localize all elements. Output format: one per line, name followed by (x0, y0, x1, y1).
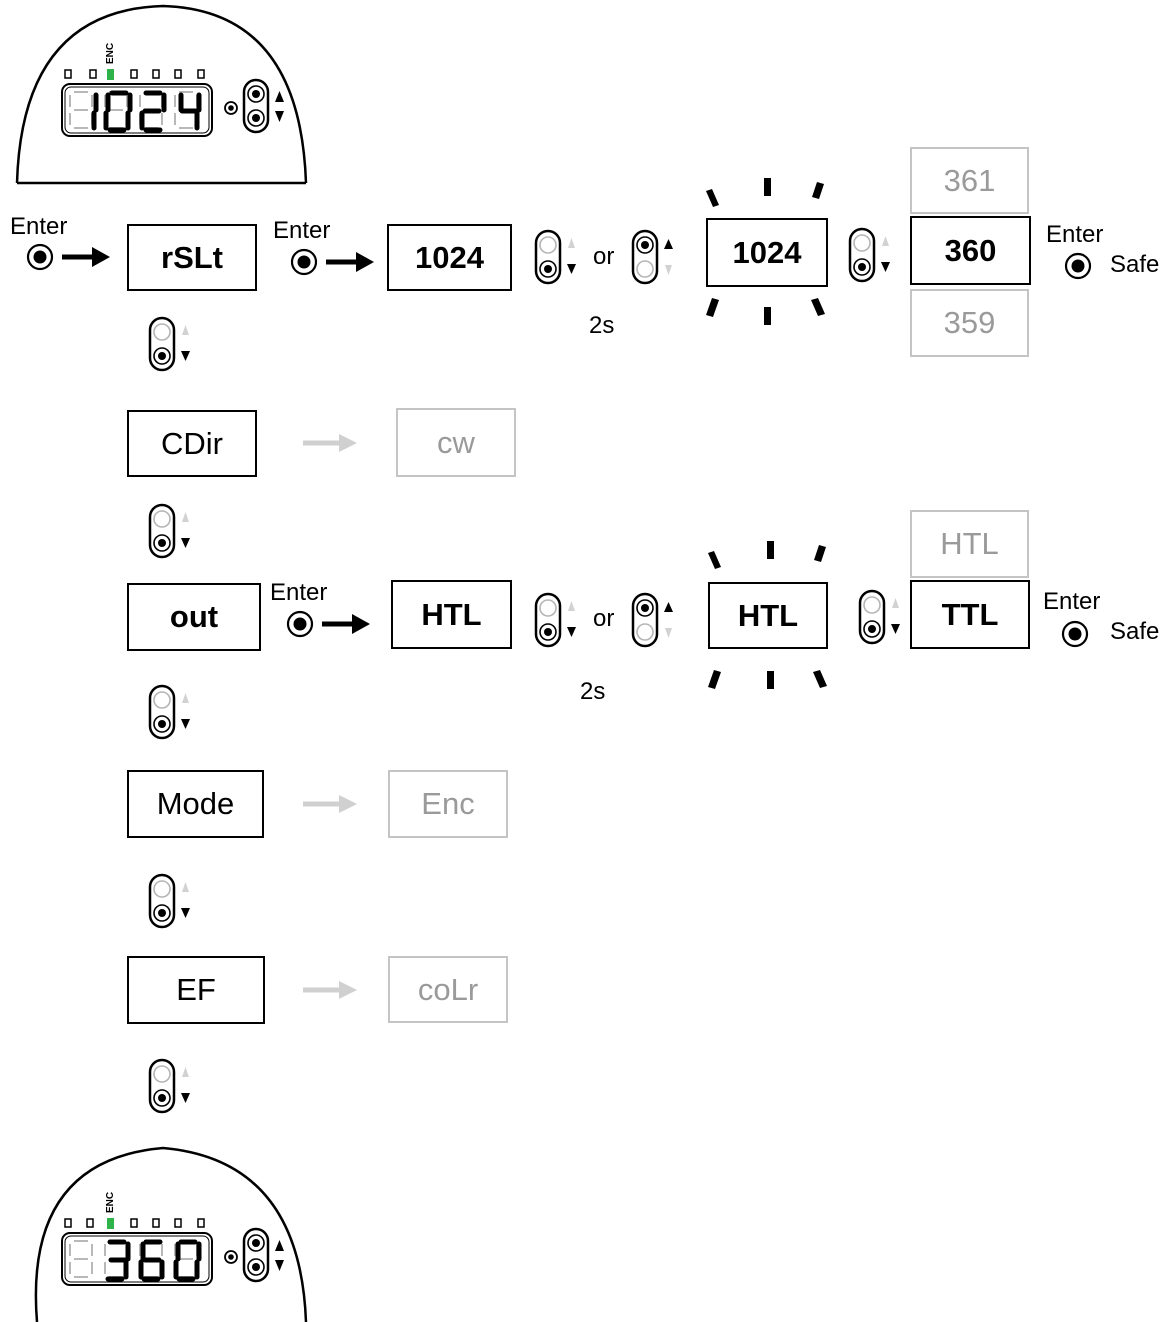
enter-label: Enter (1043, 588, 1101, 615)
up-button-icon[interactable] (631, 229, 675, 285)
rslt-current-value: 1024 (387, 224, 512, 291)
mode-value: Enc (388, 770, 508, 838)
down-button-icon[interactable] (148, 873, 192, 929)
menu-cdir[interactable]: CDir (127, 410, 257, 477)
down-button-icon[interactable] (534, 592, 578, 648)
readout-digits-1024 (91, 90, 202, 133)
enc-led-icon (107, 69, 114, 80)
up-down-button-icon[interactable] (242, 1227, 286, 1283)
arrow-right-icon (303, 981, 357, 999)
down-button-icon[interactable] (848, 227, 892, 283)
hold-time-label: 2s (580, 678, 606, 705)
save-label: Safe (1110, 251, 1160, 278)
enc-led-label: ENC (105, 43, 116, 64)
enter-button-icon[interactable] (1061, 620, 1089, 648)
out-option-up: HTL (910, 510, 1029, 578)
save-label: Safe (1110, 618, 1160, 645)
down-button-icon[interactable] (148, 503, 192, 559)
ef-value: coLr (388, 956, 508, 1023)
cdir-value: cw (396, 408, 516, 477)
arrow-right-icon (62, 247, 110, 267)
out-option-selected[interactable]: TTL (910, 580, 1030, 649)
enter-button-icon[interactable] (290, 248, 318, 276)
menu-out[interactable]: out (127, 583, 261, 651)
readout-digits-360 (105, 1239, 202, 1282)
blink-ray-icon (706, 178, 825, 325)
enc-led-label: ENC (105, 1192, 116, 1213)
enter-button-icon[interactable] (26, 243, 54, 271)
enter-button-icon[interactable] (1064, 252, 1092, 280)
rslt-option-selected[interactable]: 360 (910, 216, 1031, 285)
rslt-option-up: 361 (910, 147, 1029, 214)
out-current-value: HTL (391, 580, 512, 649)
down-button-icon[interactable] (148, 1058, 192, 1114)
device-display-top: ENC (15, 4, 308, 185)
menu-mode[interactable]: Mode (127, 770, 264, 838)
enter-label: Enter (1046, 221, 1104, 248)
up-down-button-icon[interactable] (242, 78, 286, 134)
or-label: or (593, 605, 615, 632)
menu-rslt[interactable]: rSLt (127, 224, 257, 291)
hold-time-label: 2s (589, 312, 615, 339)
device-display-bottom: ENC (34, 1146, 308, 1322)
arrow-right-icon (303, 795, 357, 813)
enc-led-icon (107, 1218, 114, 1229)
enter-button-icon[interactable] (286, 610, 314, 638)
menu-ef[interactable]: EF (127, 956, 265, 1024)
down-button-icon[interactable] (148, 316, 192, 372)
down-button-icon[interactable] (534, 229, 578, 285)
enter-label: Enter (270, 579, 328, 606)
arrow-right-icon (322, 614, 370, 634)
out-blinking-value: HTL (708, 582, 828, 649)
rslt-blinking-value: 1024 (706, 218, 828, 287)
rslt-option-down: 359 (910, 289, 1029, 357)
arrow-right-icon (303, 434, 357, 452)
enter-label: Enter (273, 217, 331, 244)
or-label: or (593, 243, 615, 270)
up-button-icon[interactable] (631, 592, 675, 648)
down-button-icon[interactable] (148, 684, 192, 740)
down-button-icon[interactable] (858, 589, 902, 645)
arrow-right-icon (326, 252, 374, 272)
enter-label: Enter (10, 213, 68, 240)
blink-ray-icon (708, 541, 827, 689)
